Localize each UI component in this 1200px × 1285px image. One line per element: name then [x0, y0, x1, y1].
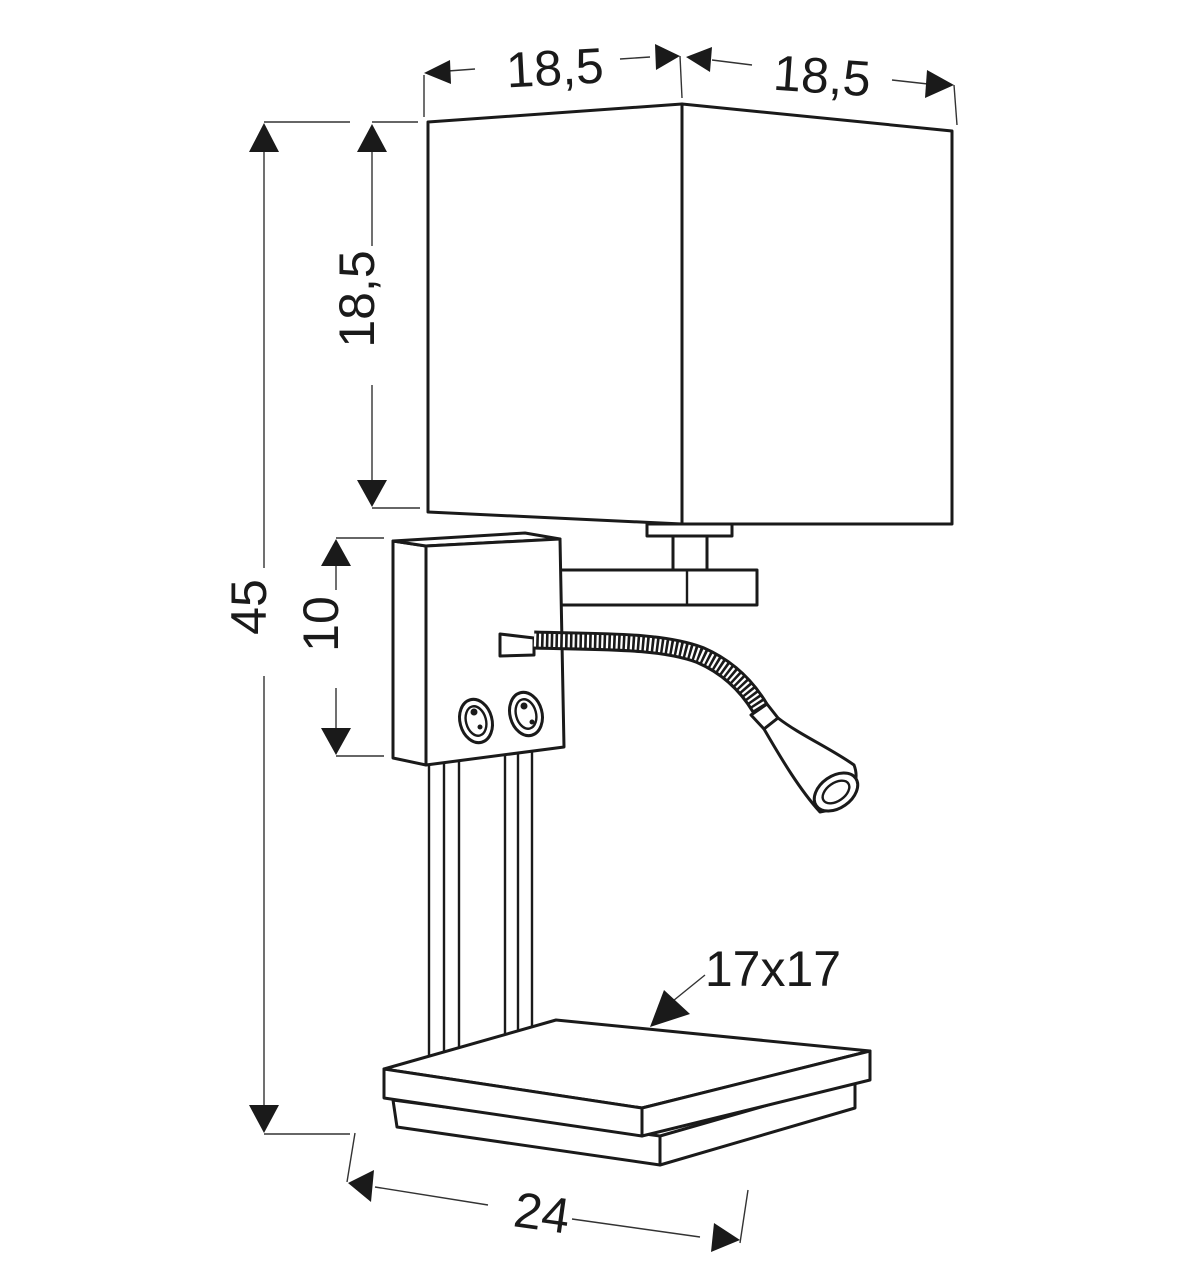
base-size-label: 17x17: [705, 941, 841, 997]
total-height-label: 45: [221, 579, 277, 635]
lamp-base: [382, 1018, 872, 1167]
flexible-led-arm: [498, 630, 860, 814]
switch-box-height-label: 10: [293, 596, 349, 652]
shade-width-left-label: 18,5: [505, 37, 605, 98]
lamp-shade: [426, 102, 954, 526]
dim-total-height: 45: [221, 121, 350, 1135]
dim-base-size: 17x17: [650, 941, 841, 1027]
dim-base-width: 24: [346, 1132, 749, 1252]
dim-shade-width-right: 18,5: [686, 45, 958, 126]
shade-width-right-label: 18,5: [772, 45, 873, 108]
lamp-stem: [427, 751, 534, 1056]
dim-shade-width-left: 18,5: [423, 37, 683, 117]
dim-shade-height: 18,5: [329, 121, 420, 509]
shade-height-label: 18,5: [329, 250, 385, 347]
base-width-label: 24: [511, 1181, 574, 1244]
switch-right: [508, 690, 544, 738]
switch-left: [458, 697, 494, 745]
dim-switch-box-height: 10: [293, 537, 384, 757]
